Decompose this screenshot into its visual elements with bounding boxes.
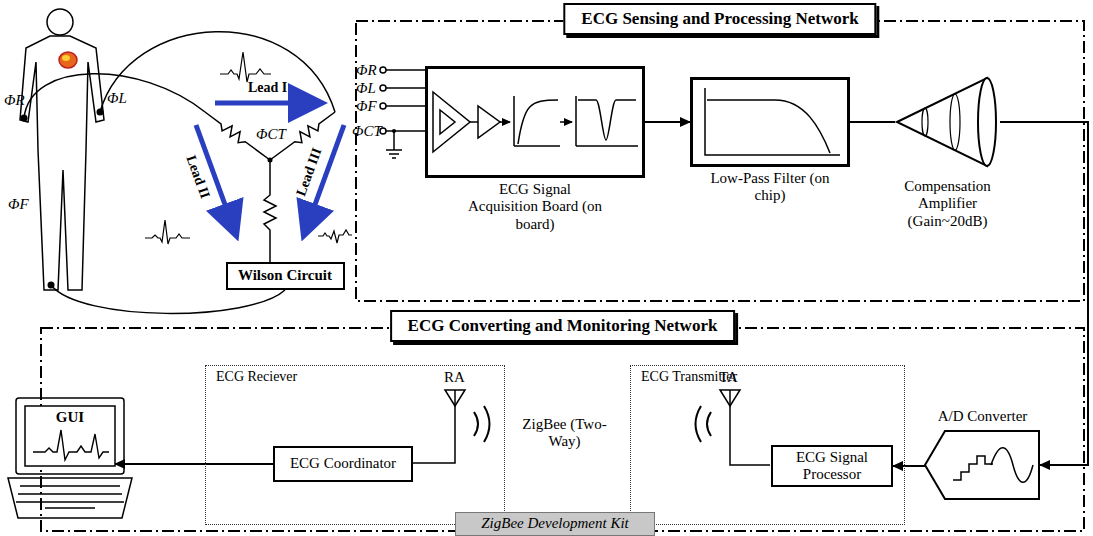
signal-connector bbox=[115, 463, 273, 465]
signal-connector bbox=[850, 121, 895, 123]
electrode-label: ΦF bbox=[8, 196, 29, 213]
acquisition-icons bbox=[433, 92, 638, 152]
input-terminals bbox=[380, 67, 425, 158]
node-text: Compensation Amplifier (Gain~20dB) bbox=[885, 178, 1010, 230]
signal-label: ZigBee (Two-Way) bbox=[517, 416, 612, 449]
junction-dot bbox=[268, 158, 273, 163]
lowpass-filter: Low-Pass Filter (on chip) bbox=[690, 77, 850, 167]
transmitter-box: ECG TransmitterECG Signal Processor bbox=[630, 365, 905, 525]
signal-label: TA bbox=[719, 369, 738, 386]
antenna bbox=[412, 390, 770, 465]
shape-outline bbox=[895, 72, 1000, 172]
circuit-box: Wilson Circuit bbox=[226, 262, 345, 290]
acquisition-board: ECG Signal Acquisition Board (on board) bbox=[425, 66, 645, 178]
laptop bbox=[8, 398, 132, 518]
node-text: Low-Pass Filter (on chip) bbox=[710, 170, 830, 205]
electrode-label: ΦCT bbox=[352, 123, 382, 140]
signal-connector bbox=[645, 121, 690, 123]
receiver-box: ECG RecieverECG Coordinator bbox=[205, 365, 505, 525]
kit-label-box: ZigBee Development Kit bbox=[455, 512, 655, 536]
electrode-label: ΦR bbox=[4, 92, 25, 109]
node-text: Wilson Circuit bbox=[234, 267, 336, 284]
resistor-symbol bbox=[205, 112, 335, 262]
node-text: ECG Signal Acquisition Board (on board) bbox=[465, 181, 605, 233]
ecg-waveform bbox=[145, 52, 352, 244]
amplifier-triangle: Compensation Amplifier (Gain~20dB) bbox=[895, 72, 1000, 172]
adc-symbol: A/D Converter bbox=[925, 430, 1040, 500]
network-region: ECG Sensing and Processing NetworkECG Si… bbox=[355, 20, 1085, 302]
processor-box: ECG Signal Processor bbox=[771, 445, 893, 487]
node-text: ECG Converting and Monitoring Network bbox=[390, 310, 736, 342]
heart bbox=[59, 52, 77, 68]
electrode-label: ΦR bbox=[356, 62, 377, 79]
lead-label: Lead II bbox=[183, 153, 213, 200]
junction-dot bbox=[392, 129, 396, 133]
human-figure bbox=[20, 9, 104, 290]
electrodes bbox=[21, 109, 104, 289]
signal-connector bbox=[893, 465, 925, 467]
node-text: ECG Sensing and Processing Network bbox=[563, 3, 876, 35]
electrode-label: ΦL bbox=[107, 90, 127, 107]
electrode-label: ΦL bbox=[356, 80, 376, 97]
electrode-label: ΦF bbox=[356, 98, 377, 115]
node-text: ECG Reciever bbox=[214, 369, 299, 385]
lead-label: Lead I bbox=[248, 80, 287, 95]
lowpass-icon bbox=[705, 88, 840, 155]
signal-label: RA bbox=[444, 369, 465, 386]
node-text: A/D Converter bbox=[938, 408, 1028, 425]
heart-highlight bbox=[62, 55, 70, 61]
lead-arrow bbox=[196, 103, 344, 232]
node-text: GUI bbox=[52, 409, 88, 426]
shape-outline bbox=[925, 430, 1040, 500]
node-text: ECG Coordinator bbox=[286, 455, 400, 472]
lead-label: Lead III bbox=[293, 146, 325, 198]
node-text: ZigBee Development Kit bbox=[477, 515, 632, 532]
laptop-screen: GUI bbox=[25, 406, 115, 466]
node-text: ECG Signal Processor bbox=[773, 449, 891, 484]
electrode-label: ΦCT bbox=[256, 126, 286, 143]
coordinator-box: ECG Coordinator bbox=[273, 446, 413, 482]
